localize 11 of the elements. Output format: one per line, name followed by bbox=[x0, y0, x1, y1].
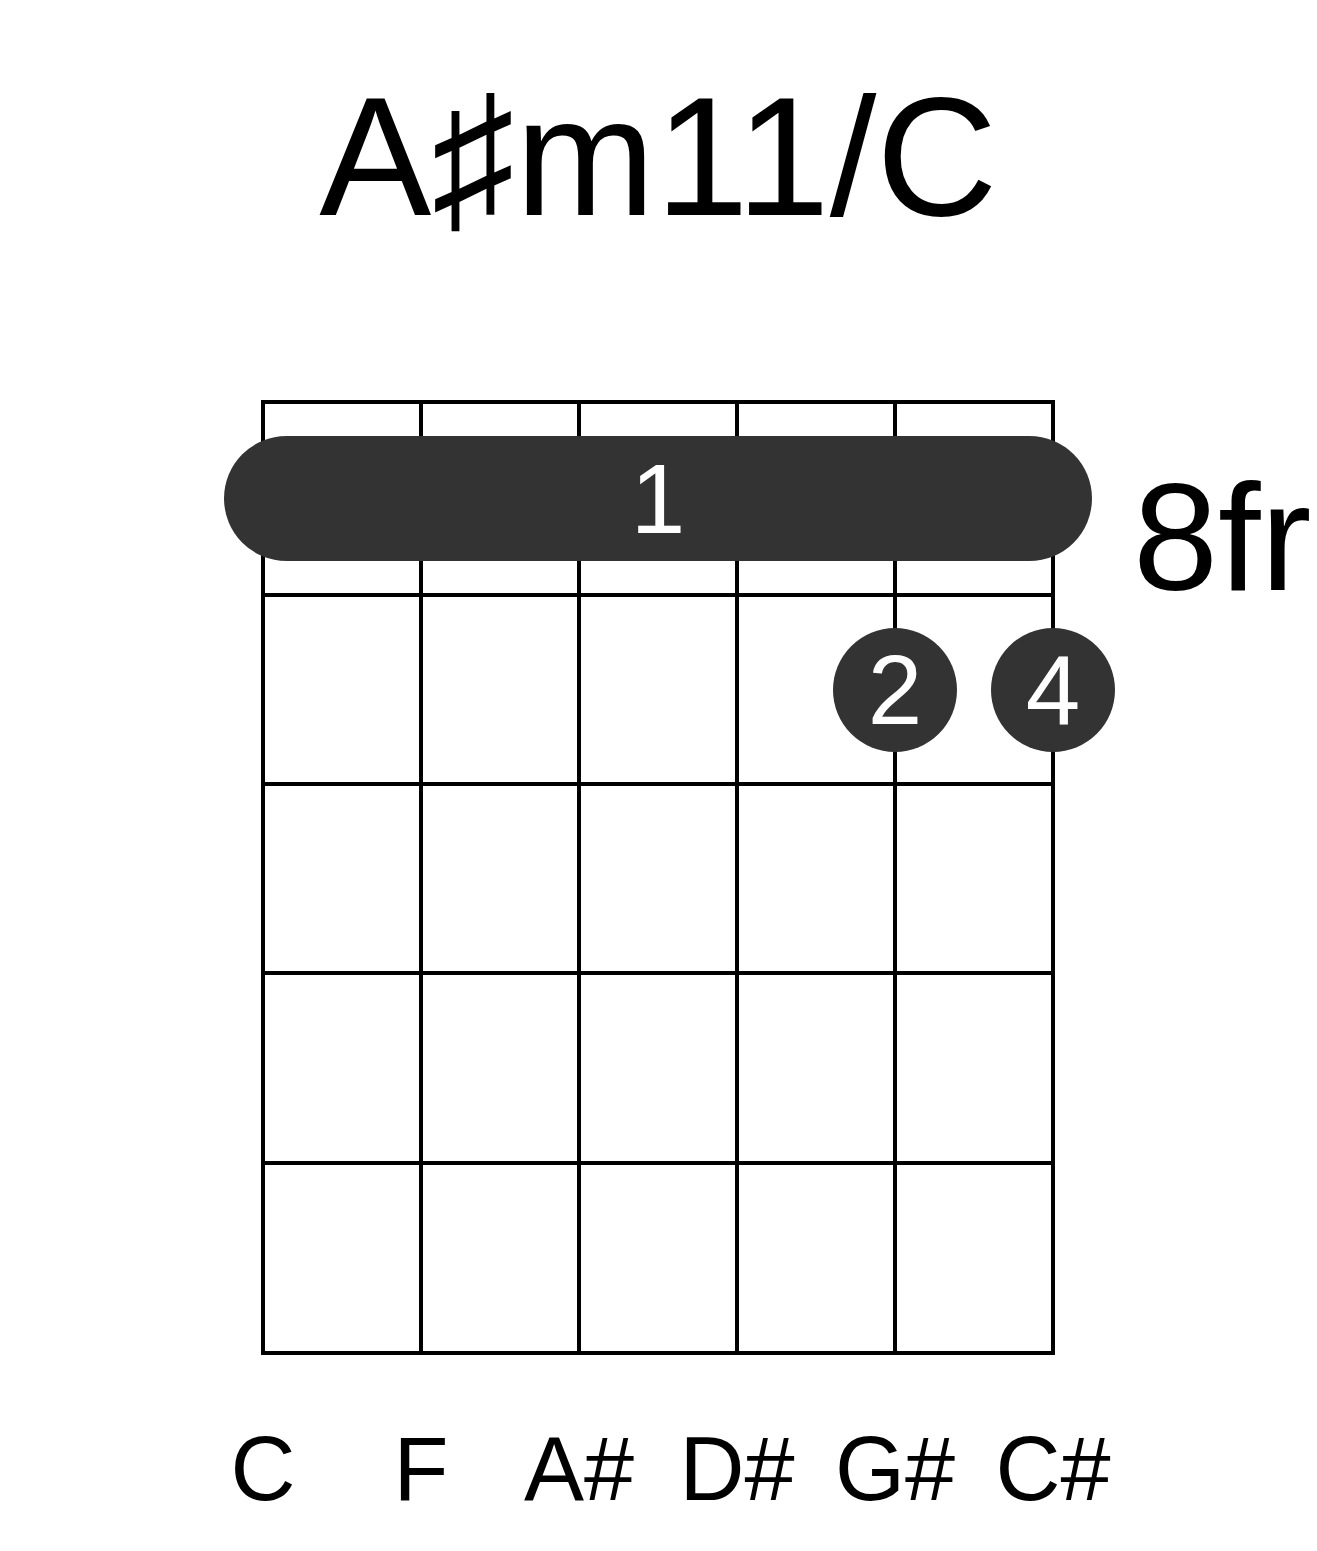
string-note-label: D# bbox=[679, 1424, 795, 1514]
finger-number: 1 bbox=[630, 449, 686, 548]
chord-title: A♯m11/C bbox=[319, 73, 998, 241]
string-note-label: C bbox=[230, 1424, 296, 1514]
finger-number: 2 bbox=[867, 641, 923, 739]
string-note-label: F bbox=[393, 1424, 449, 1514]
string-note-label: A# bbox=[523, 1424, 635, 1514]
finger-number: 4 bbox=[1025, 641, 1081, 739]
fret-position-label: 8fr bbox=[1133, 460, 1312, 613]
string-note-label: G# bbox=[834, 1424, 956, 1514]
string-note-label: C# bbox=[995, 1424, 1111, 1514]
